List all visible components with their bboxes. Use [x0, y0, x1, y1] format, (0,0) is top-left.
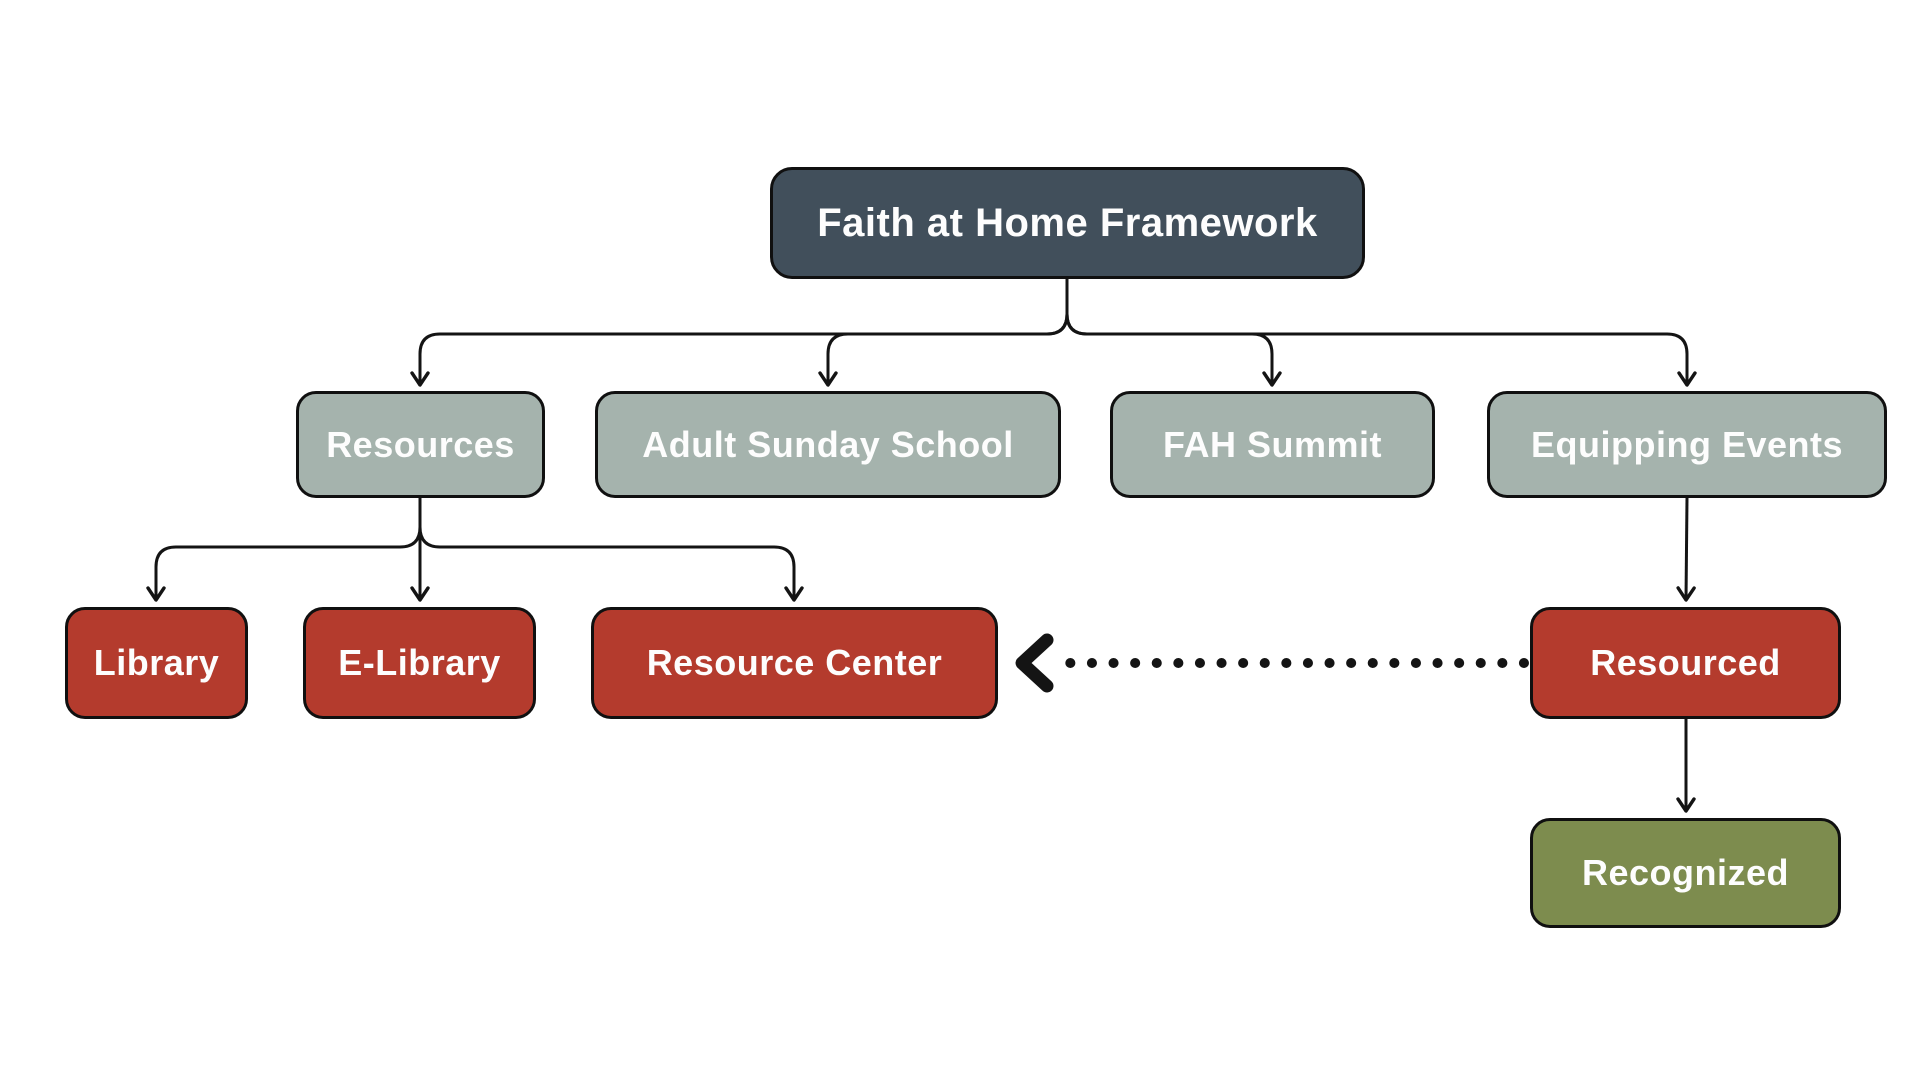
node-label: E-Library: [338, 642, 501, 683]
node-label: Resourced: [1590, 642, 1781, 683]
node-library: Library: [65, 607, 248, 719]
node-e-library: E-Library: [303, 607, 536, 719]
node-label: Recognized: [1581, 852, 1790, 893]
node-resources: Resources: [296, 391, 545, 498]
node-label: Resource Center: [646, 642, 943, 683]
edge-framework-equipping-events: [1065, 279, 1697, 387]
node-label: Adult Sunday School: [642, 423, 1014, 465]
edge-resources-library: [146, 498, 422, 602]
node-label: Library: [93, 642, 220, 683]
node-faith-at-home-framework: Faith at Home Framework: [770, 167, 1365, 279]
node-label: Resources: [326, 423, 515, 465]
node-label: FAH Summit: [1162, 423, 1382, 465]
node-equipping-events: Equipping Events: [1487, 391, 1887, 498]
dotted-arrow-resourced-to-resource-center: [1015, 633, 1529, 693]
edge-framework-fah-summit: [1065, 279, 1282, 387]
node-fah-summit: FAH Summit: [1110, 391, 1435, 498]
node-label: Equipping Events: [1530, 423, 1843, 465]
node-recognized: Recognized: [1530, 818, 1841, 928]
node-label: Faith at Home Framework: [817, 200, 1318, 245]
node-resourced: Resourced: [1530, 607, 1841, 719]
edge-equipping-events-resourced: [1676, 497, 1696, 602]
edge-resources-resource-center: [418, 498, 804, 602]
edge-framework-resources: [410, 279, 1069, 387]
chevron-left-arrowhead-icon: [1015, 633, 1054, 693]
node-adult-sunday-school: Adult Sunday School: [595, 391, 1061, 498]
node-resource-center: Resource Center: [591, 607, 998, 719]
edge-framework-adult-sunday-school: [818, 279, 1069, 387]
